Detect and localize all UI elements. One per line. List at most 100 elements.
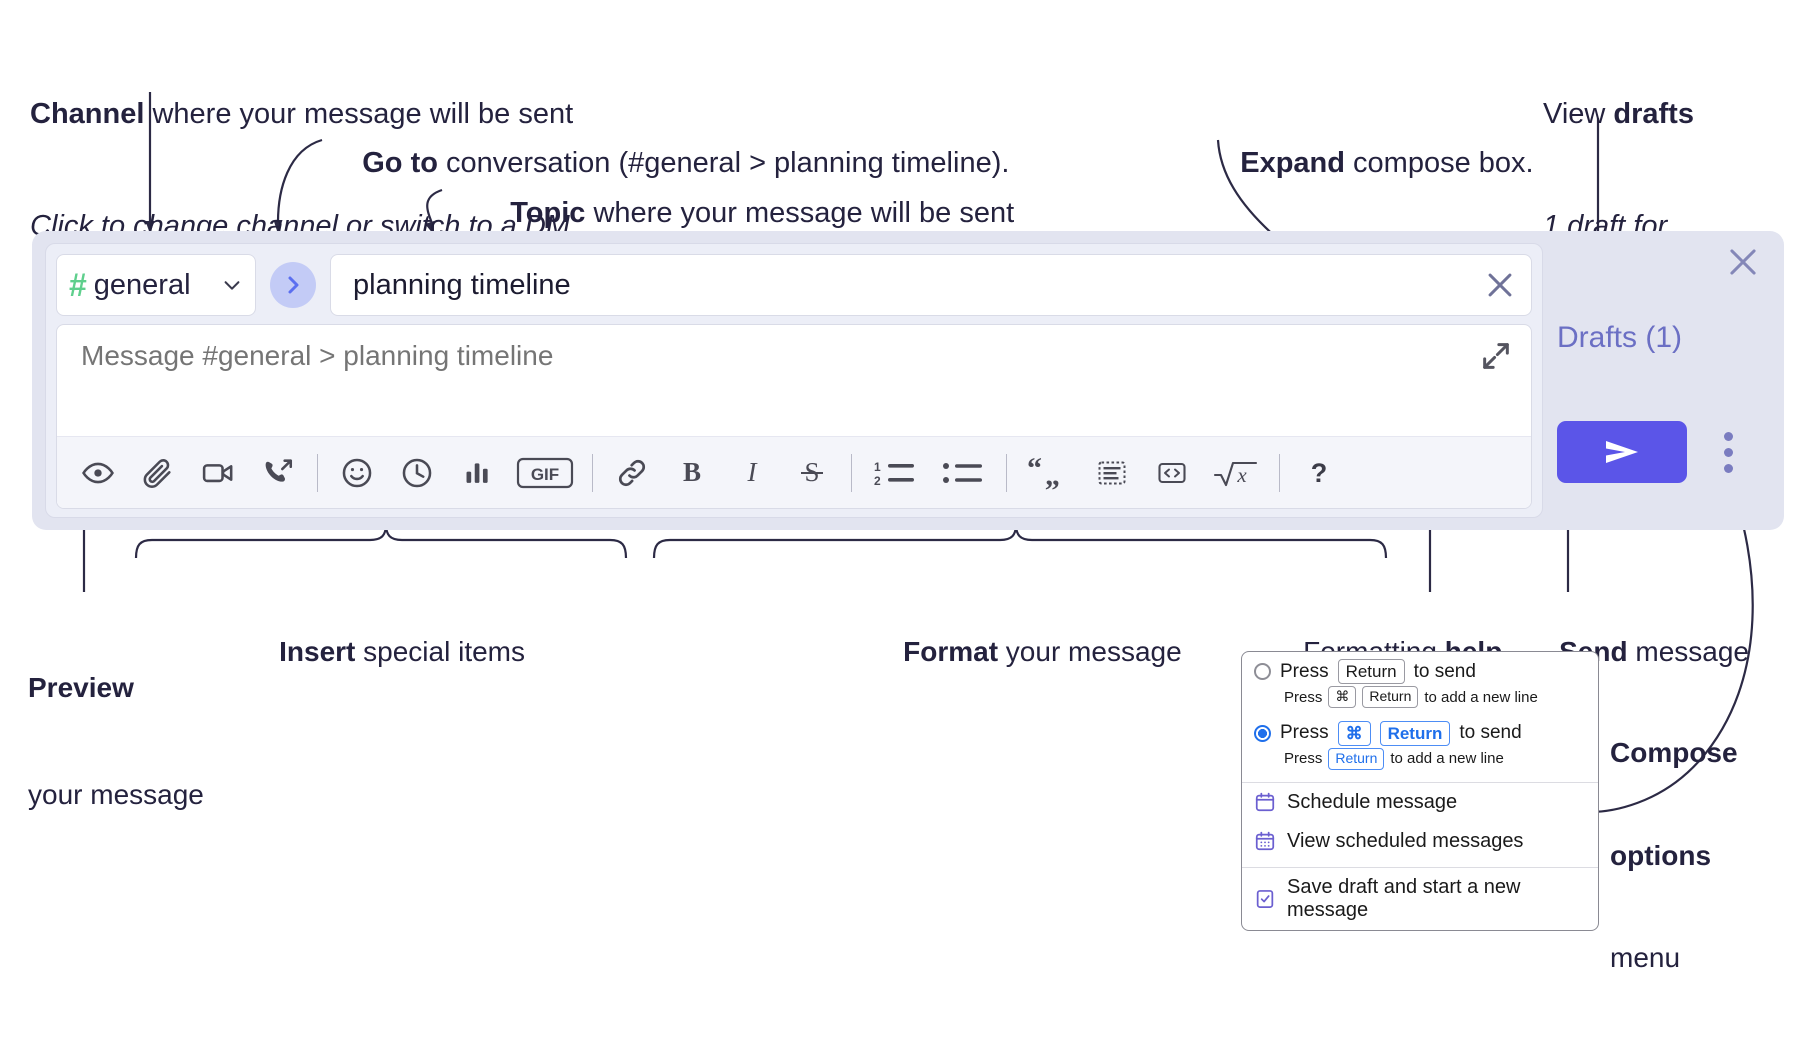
key-return: Return <box>1379 720 1451 746</box>
menu-item-view-scheduled-messages[interactable]: View scheduled messages <box>1242 822 1598 861</box>
annotation-topic-bold: Topic <box>510 197 586 230</box>
send-paper-plane-icon <box>1606 441 1638 463</box>
key-return: Return <box>1328 748 1385 770</box>
message-input-box[interactable]: GIF B I S <box>56 324 1532 509</box>
bold-button[interactable]: B <box>669 450 715 496</box>
strikethrough-icon: S <box>801 457 823 487</box>
message-input[interactable] <box>79 339 1457 373</box>
bold-label: B <box>683 457 701 487</box>
annotation-goto-rest: conversation (#general > planning timeli… <box>437 147 1010 180</box>
audio-call-icon <box>265 458 293 482</box>
video-camera-icon <box>202 463 233 482</box>
inline-code-button[interactable] <box>1149 450 1195 496</box>
code-block-button[interactable] <box>1089 450 1135 496</box>
compose-options-kebab-icon[interactable] <box>1710 423 1746 481</box>
blockquote-icon: “ „ <box>1027 456 1060 490</box>
annotation-drafts-pre: View <box>1543 98 1614 131</box>
annotation-expand-rest: compose box. <box>1344 147 1534 180</box>
key-return: Return <box>1337 659 1405 685</box>
annotation-insert-rest: special items <box>355 635 525 667</box>
toolbar-divider <box>851 453 852 492</box>
calendar-schedule-icon <box>1255 792 1275 812</box>
topic-field[interactable] <box>330 254 1532 316</box>
menu-divider <box>1242 781 1598 783</box>
annotation-goto: Go to conversation (#general > planning … <box>330 108 1009 219</box>
annotation-compose-bold-1: Compose <box>1610 737 1738 769</box>
option-2-pre: Press <box>1280 722 1329 744</box>
key-command: ⌘ <box>1328 686 1357 708</box>
annotation-format-bold: Format <box>903 635 999 667</box>
menu-item-label: View scheduled messages <box>1287 829 1524 852</box>
screenshot-stage: Channel where your message will be sent … <box>28 92 1784 973</box>
annotation-preview-line2: your message <box>28 779 204 811</box>
gif-button[interactable]: GIF <box>514 450 576 496</box>
channel-selector[interactable]: # general <box>56 254 256 316</box>
option-1-pre: Press <box>1280 660 1329 682</box>
radio-return-to-send[interactable] <box>1254 663 1271 681</box>
recent-button[interactable] <box>394 450 440 496</box>
annotation-preview-bold: Preview <box>28 671 134 703</box>
option-2-sub-post: to add a new line <box>1390 750 1504 768</box>
expand-diagonal-icon[interactable] <box>1479 339 1513 373</box>
attachment-button[interactable] <box>135 450 181 496</box>
send-button[interactable] <box>1557 421 1687 483</box>
strikethrough-button[interactable]: S <box>789 450 835 496</box>
calendar-grid-icon <box>1255 831 1275 851</box>
poll-button[interactable] <box>454 450 500 496</box>
help-label: ? <box>1311 458 1328 488</box>
blockquote-button[interactable]: “ „ <box>1023 450 1075 496</box>
toolbar-divider <box>317 453 318 492</box>
svg-text:„: „ <box>1045 459 1060 490</box>
bold-icon: B <box>683 457 701 487</box>
annotation-channel-bold: Channel <box>30 98 145 131</box>
goto-conversation-button[interactable] <box>270 262 316 308</box>
option-cmd-return-sub: Press Return to add a new line <box>1242 747 1598 776</box>
bulleted-list-button[interactable] <box>936 450 990 496</box>
clock-icon <box>402 458 432 487</box>
compose-panel: # general <box>32 231 1784 530</box>
annotation-expand: Expand compose box. <box>1208 108 1534 219</box>
key-return: Return <box>1362 686 1419 708</box>
option-1-post: to send <box>1413 660 1476 682</box>
compose-header-row: # general <box>56 254 1532 316</box>
close-icon[interactable] <box>1483 268 1517 302</box>
ordered-list-button[interactable]: 1 2 <box>868 450 922 496</box>
emoji-smiley-icon <box>342 458 372 487</box>
video-clip-button[interactable] <box>195 450 241 496</box>
annotation-expand-bold: Expand <box>1240 147 1345 180</box>
save-draft-icon <box>1256 889 1274 908</box>
option-2-sub-pre: Press <box>1284 750 1323 768</box>
menu-item-schedule-message[interactable]: Schedule message <box>1242 783 1598 822</box>
key-command: ⌘ <box>1337 720 1371 746</box>
math-formula-icon: x <box>1213 461 1258 487</box>
annotation-goto-bold: Go to <box>362 147 438 180</box>
option-return-to-send[interactable]: Press Return to send <box>1242 652 1598 685</box>
annotation-channel-rest: where your message will be sent <box>144 98 574 131</box>
italic-button[interactable]: I <box>729 450 775 496</box>
audio-clip-button[interactable] <box>255 450 301 496</box>
formatting-help-button[interactable]: ? <box>1296 450 1342 496</box>
ordered-list-icon: 1 2 <box>874 460 914 488</box>
code-block-icon <box>1098 461 1126 484</box>
topic-input[interactable] <box>351 267 1473 303</box>
menu-item-save-draft[interactable]: Save draft and start a new message <box>1242 868 1598 930</box>
radio-cmd-return-to-send[interactable] <box>1254 724 1271 742</box>
annotation-send-rest: message <box>1627 635 1749 667</box>
math-button[interactable]: x <box>1209 450 1263 496</box>
chevron-right-icon <box>288 276 299 294</box>
formatting-toolbar: GIF B I S <box>57 436 1531 508</box>
drafts-link[interactable]: Drafts (1) <box>1557 321 1683 354</box>
preview-eye-icon <box>82 462 114 483</box>
preview-button[interactable] <box>75 450 121 496</box>
annotation-preview: Preview your message <box>28 598 204 885</box>
option-cmd-return-to-send[interactable]: Press ⌘ Return to send <box>1242 714 1598 747</box>
toolbar-divider <box>1006 453 1007 492</box>
link-button[interactable] <box>609 450 655 496</box>
annotation-insert-bold: Insert <box>279 635 356 667</box>
toolbar-divider <box>1279 453 1280 492</box>
inline-code-icon <box>1158 462 1186 483</box>
close-icon[interactable] <box>1724 243 1762 281</box>
emoji-button[interactable] <box>334 450 380 496</box>
italic-label: I <box>747 457 759 487</box>
poll-bar-chart-icon <box>466 462 488 483</box>
